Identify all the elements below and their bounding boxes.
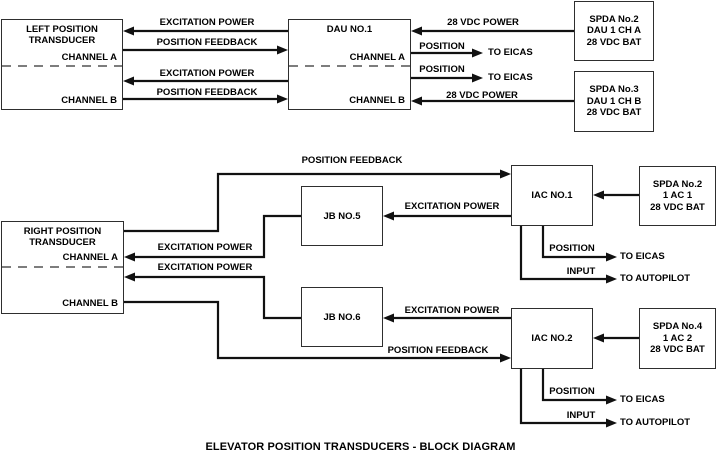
- wire-input-iac2: [519, 369, 606, 425]
- arrowhead-into-jb5: [383, 211, 394, 221]
- spda4-iac-line1: SPDA No.4: [652, 321, 703, 333]
- box-right-position-transducer: RIGHT POSITION TRANSDUCER CHANNEL A CHAN…: [1, 221, 124, 314]
- label-excitation-power-jb5: EXCITATION POWER: [157, 242, 253, 253]
- spda3-dau-line1: SPDA No.3: [589, 84, 639, 96]
- label-position-feedback-right-a: POSITION FEEDBACK: [301, 155, 403, 166]
- right-transducer-name-line1: RIGHT POSITION: [23, 226, 102, 237]
- dau1-channel-b-label: CHANNEL B: [349, 95, 405, 106]
- dau1-name: DAU NO.1: [326, 24, 373, 35]
- label-position-iac2: POSITION: [549, 386, 595, 397]
- arrowhead-into-dau-cha: [277, 45, 288, 55]
- label-excitation-power-iac1: EXCITATION POWER: [404, 201, 500, 212]
- box-spda-no2-dau: SPDA No.2 DAU 1 CH A 28 VDC BAT: [574, 1, 654, 61]
- label-excitation-power-iac2: EXCITATION POWER: [404, 305, 500, 316]
- label-position-dau-a: POSITION: [419, 41, 465, 52]
- spda3-dau-line3: 28 VDC BAT: [586, 107, 642, 119]
- right-transducer-channel-divider: [2, 266, 123, 268]
- right-transducer-channel-a-label: CHANNEL A: [62, 252, 118, 263]
- box-left-position-transducer: LEFT POSITION TRANSDUCER CHANNEL A CHANN…: [1, 19, 123, 110]
- arrowhead-into-left-transducer-b: [123, 76, 134, 86]
- label-28vdc-power-b: 28 VDC POWER: [446, 90, 518, 101]
- box-iac-no2: IAC NO.2: [511, 308, 593, 369]
- wire-feedback-right-cha: [124, 172, 503, 233]
- arrowhead-excitation-into-right-a: [124, 252, 135, 262]
- arrowhead-position-eicas-iac2: [606, 395, 617, 405]
- label-position-feedback-left-a: POSITION FEEDBACK: [156, 37, 258, 48]
- iac2-name: IAC NO.2: [531, 333, 573, 344]
- label-28vdc-power-a: 28 VDC POWER: [447, 17, 519, 28]
- arrowhead-feedback-into-iac2: [500, 353, 511, 363]
- right-transducer-name-line2: TRANSDUCER: [29, 237, 96, 248]
- wire-position-iac1: [541, 226, 606, 259]
- label-position-iac1: POSITION: [549, 243, 595, 254]
- label-to-eicas-iac2: TO EICAS: [620, 394, 665, 405]
- wire-input-iac1: [519, 226, 606, 281]
- box-spda-no3-dau: SPDA No.3 DAU 1 CH B 28 VDC BAT: [574, 71, 654, 132]
- spda4-iac-line2: 1 AC 2: [662, 332, 693, 344]
- label-to-eicas-iac1: TO EICAS: [620, 251, 665, 262]
- jb6-name: JB NO.6: [323, 311, 361, 323]
- wire-feedback-right-chb: [124, 300, 503, 360]
- dau1-channel-divider: [289, 65, 410, 67]
- spda2-iac-line1: SPDA No.2: [652, 178, 703, 190]
- label-to-eicas-dau-b: TO EICAS: [488, 72, 533, 83]
- arrowhead-spda-into-iac2: [593, 333, 604, 343]
- spda2-dau-line2: DAU 1 CH A: [586, 25, 641, 37]
- arrowhead-to-eicas-dau-b: [472, 73, 483, 83]
- arrowhead-position-eicas-iac1: [606, 252, 617, 262]
- left-transducer-channel-b-label: CHANNEL B: [61, 95, 117, 106]
- box-dau-no1: DAU NO.1 CHANNEL A CHANNEL B: [288, 19, 411, 110]
- arrowhead-into-left-transducer-a: [123, 26, 134, 36]
- jb5-name: JB NO.5: [323, 210, 361, 222]
- box-jb-no5: JB NO.5: [301, 186, 383, 246]
- arrowhead-input-autopilot-iac2: [606, 418, 617, 428]
- box-jb-no6: JB NO.6: [301, 287, 383, 347]
- label-position-dau-b: POSITION: [419, 64, 465, 75]
- arrowhead-feedback-into-iac1: [500, 169, 511, 179]
- wire-position-iac2: [541, 369, 606, 402]
- label-to-autopilot-iac1: TO AUTOPILOT: [620, 273, 691, 284]
- spda4-iac-line3: 28 VDC BAT: [650, 344, 705, 356]
- left-transducer-channel-divider: [2, 65, 122, 67]
- spda2-iac-line3: 28 VDC BAT: [650, 201, 705, 213]
- arrowhead-vdc-into-dau-a: [411, 26, 422, 36]
- arrowhead-into-dau-chb: [277, 94, 288, 104]
- dau1-channel-a-label: CHANNEL A: [349, 52, 405, 63]
- arrowhead-spda-into-iac1: [593, 190, 604, 200]
- spda2-dau-line3: 28 VDC BAT: [586, 36, 642, 48]
- arrowhead-input-autopilot-iac1: [606, 274, 617, 284]
- box-iac-no1: IAC NO.1: [511, 165, 593, 226]
- wire-excitation-jb6-transducer: [132, 275, 301, 320]
- box-spda-no2-iac: SPDA No.2 1 AC 1 28 VDC BAT: [639, 166, 716, 226]
- box-spda-no4-iac: SPDA No.4 1 AC 2 28 VDC BAT: [639, 308, 716, 369]
- label-excitation-power-left-a: EXCITATION POWER: [159, 17, 255, 28]
- label-excitation-power-left-b: EXCITATION POWER: [159, 68, 255, 79]
- label-position-feedback-right-b: POSITION FEEDBACK: [387, 345, 489, 356]
- arrowhead-to-eicas-dau-a: [472, 48, 483, 58]
- arrowhead-vdc-into-dau-b: [411, 96, 422, 106]
- left-transducer-name-line2: TRANSDUCER: [28, 35, 96, 46]
- iac1-name: IAC NO.1: [531, 190, 573, 201]
- left-transducer-name-line1: LEFT POSITION: [26, 24, 98, 35]
- label-position-feedback-left-b: POSITION FEEDBACK: [156, 87, 258, 98]
- label-to-eicas-dau-a: TO EICAS: [488, 47, 533, 58]
- wire-excitation-jb5-transducer: [132, 214, 301, 259]
- spda2-iac-line2: 1 AC 1: [662, 190, 693, 202]
- label-to-autopilot-iac2: TO AUTOPILOT: [620, 417, 691, 428]
- left-transducer-channel-a-label: CHANNEL A: [61, 52, 117, 63]
- label-excitation-power-jb6: EXCITATION POWER: [157, 262, 253, 273]
- label-input-iac1: INPUT: [566, 266, 596, 277]
- label-input-iac2: INPUT: [566, 410, 596, 421]
- arrowhead-excitation-into-right-b: [124, 272, 135, 282]
- spda2-dau-line1: SPDA No.2: [589, 13, 639, 25]
- right-transducer-channel-b-label: CHANNEL B: [62, 298, 118, 309]
- spda3-dau-line2: DAU 1 CH B: [586, 95, 642, 107]
- diagram-title: ELEVATOR POSITION TRANSDUCERS - BLOCK DI…: [205, 441, 516, 453]
- arrowhead-into-jb6: [383, 313, 394, 323]
